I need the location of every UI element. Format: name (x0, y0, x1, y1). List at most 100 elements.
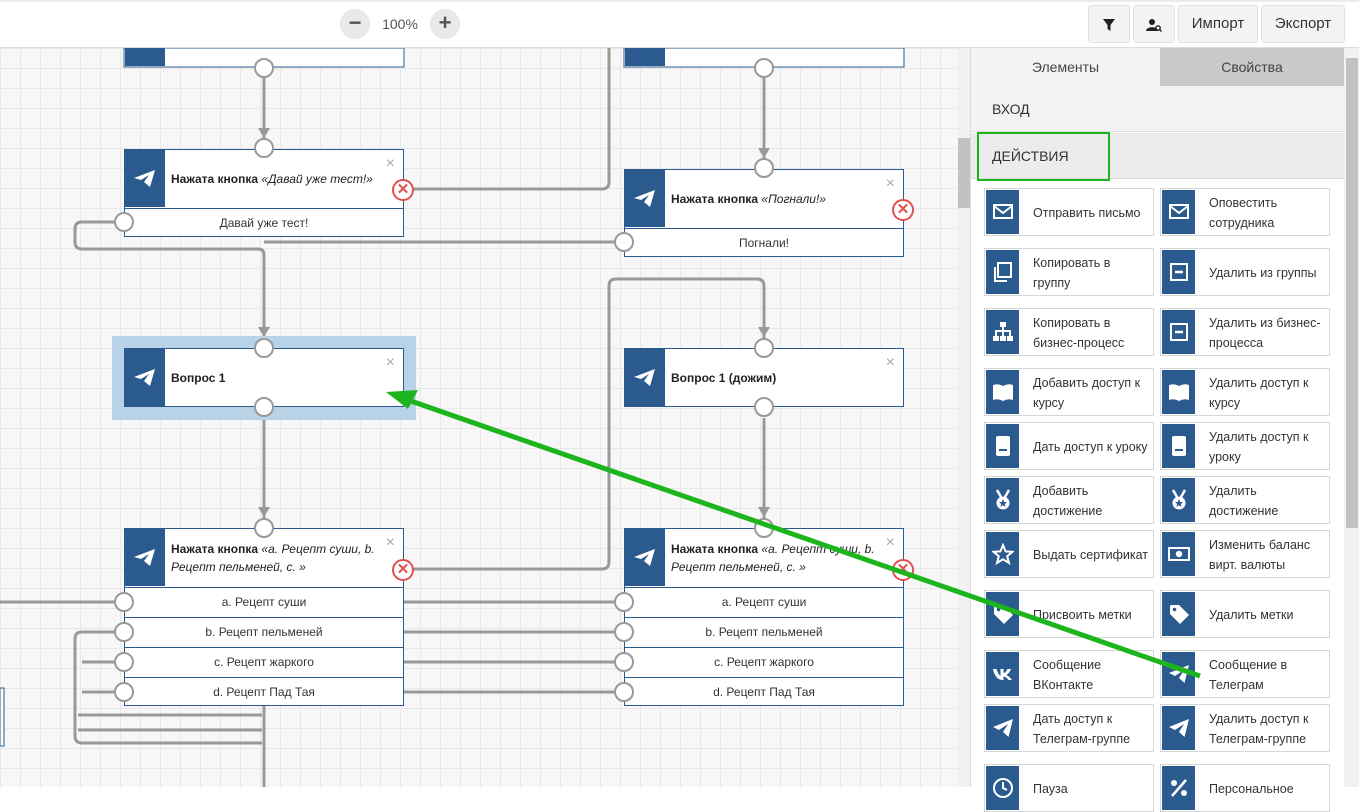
remove-port-icon[interactable]: ✕ (392, 179, 414, 201)
action-8-button[interactable]: Дать доступ к уроку (984, 422, 1154, 470)
action-3-button[interactable]: Удалить из группы (1160, 248, 1330, 296)
action-14-button[interactable]: Присвоить метки (984, 590, 1154, 638)
output-port[interactable] (614, 592, 634, 612)
node-button-pressed-1[interactable]: Нажата кнопка «Давай уже тест!» × Давай … (124, 149, 404, 237)
action-0-button[interactable]: Отправить письмо (984, 188, 1154, 236)
action-10-button[interactable]: Добавить достижение (984, 476, 1154, 524)
input-port[interactable] (754, 158, 774, 178)
output-port[interactable] (614, 682, 634, 702)
action-label: Сообщение ВКонтакте (1033, 658, 1102, 692)
input-port[interactable] (754, 338, 774, 358)
filter-button[interactable] (1088, 5, 1130, 43)
remove-port-icon[interactable]: ✕ (892, 199, 914, 221)
section-input[interactable]: ВХОД (971, 86, 1344, 132)
notebook-icon (995, 436, 1010, 456)
arrowhead (258, 128, 270, 138)
action-icon-box (1162, 370, 1195, 414)
output-port[interactable] (114, 592, 134, 612)
action-11-button[interactable]: Удалить достижение (1160, 476, 1330, 524)
star-icon (991, 543, 1014, 565)
close-icon[interactable]: × (385, 354, 395, 371)
action-21-button[interactable]: Персональное (1160, 764, 1330, 812)
canvas-scrollbar-thumb[interactable] (958, 138, 970, 208)
node-icon (625, 529, 665, 586)
input-port[interactable] (254, 518, 274, 538)
output-port[interactable] (114, 652, 134, 672)
action-17-button[interactable]: Сообщение в Телеграм (1160, 650, 1330, 698)
output-port[interactable] (754, 58, 774, 78)
node-title: Вопрос 1 (дожим) (671, 349, 891, 406)
panel-scrollbar-thumb[interactable] (1346, 58, 1358, 528)
node-title: Нажата кнопка «Погнали!» (671, 170, 891, 227)
remove-port-icon[interactable]: ✕ (892, 559, 914, 581)
close-icon[interactable]: × (385, 534, 395, 551)
filter-icon (1103, 19, 1115, 31)
output-port[interactable] (614, 652, 634, 672)
panel-scrollbar[interactable] (1344, 48, 1359, 787)
action-6-button[interactable]: Добавить доступ к курсу (984, 368, 1154, 416)
output-port[interactable] (614, 622, 634, 642)
input-port[interactable] (254, 338, 274, 358)
action-icon-box (1162, 310, 1195, 354)
action-icon-box (1162, 190, 1195, 234)
action-1-button[interactable]: Оповестить сотрудника (1160, 188, 1330, 236)
zoom-in-button[interactable]: + (430, 9, 460, 39)
input-port[interactable] (254, 138, 274, 158)
telegram-icon (634, 548, 655, 566)
book-icon (1168, 384, 1189, 401)
node-button-pressed-recipes-2[interactable]: Нажата кнопка «a. Рецепт суши, b. Рецепт… (624, 528, 904, 706)
close-icon[interactable]: × (885, 175, 895, 192)
output-port[interactable] (114, 212, 134, 232)
user-search-icon (1146, 19, 1162, 32)
output-port[interactable] (114, 682, 134, 702)
output-port[interactable] (754, 397, 774, 417)
node-partial-icon (625, 48, 665, 66)
action-19-button[interactable]: Удалить доступ к Телеграм-группе (1160, 704, 1330, 752)
node-title-italic: «Погнали!» (761, 191, 826, 206)
action-20-button[interactable]: Пауза (984, 764, 1154, 812)
envelope-icon (992, 204, 1013, 219)
node-title-bold: Вопрос 1 (дожим) (671, 370, 777, 385)
tab-elements[interactable]: Элементы (971, 48, 1160, 86)
remove-port-icon[interactable]: ✕ (392, 559, 414, 581)
action-5-button[interactable]: Удалить из бизнес-процесса (1160, 308, 1330, 356)
action-icon-box (986, 706, 1019, 750)
node-button-pressed-2[interactable]: Нажата кнопка «Погнали!» × Погнали! (624, 169, 904, 257)
tag-icon (993, 605, 1013, 624)
action-icon-box (1162, 250, 1195, 294)
node-title-bold: Вопрос 1 (171, 370, 226, 385)
section-actions[interactable]: ДЕЙСТВИЯ (971, 133, 1344, 179)
vk-icon (992, 669, 1012, 680)
action-13-button[interactable]: Изменить баланс вирт. валюты (1160, 530, 1330, 578)
close-icon[interactable]: × (885, 354, 895, 371)
canvas-scrollbar[interactable] (958, 48, 970, 787)
action-4-button[interactable]: Копировать в бизнес-процесс (984, 308, 1154, 356)
action-label: Удалить метки (1209, 608, 1294, 622)
action-2-button[interactable]: Копировать в группу (984, 248, 1154, 296)
input-port[interactable] (754, 518, 774, 538)
tab-properties[interactable]: Свойства (1160, 48, 1344, 86)
node-row: Давай уже тест! (125, 208, 403, 238)
user-search-button[interactable] (1133, 5, 1175, 43)
zoom-out-button[interactable]: − (340, 9, 370, 39)
action-7-button[interactable]: Удалить доступ к курсу (1160, 368, 1330, 416)
close-icon[interactable]: × (885, 534, 895, 551)
action-label: Копировать в группу (1033, 256, 1111, 290)
output-port[interactable] (254, 58, 274, 78)
telegram-icon (134, 548, 155, 566)
output-port[interactable] (254, 397, 274, 417)
export-button[interactable]: Экспорт (1261, 5, 1345, 43)
action-15-button[interactable]: Удалить метки (1160, 590, 1330, 638)
output-port[interactable] (114, 622, 134, 642)
action-18-button[interactable]: Дать доступ к Телеграм-группе (984, 704, 1154, 752)
node-button-pressed-recipes-1[interactable]: Нажата кнопка «a. Рецепт суши, b. Рецепт… (124, 528, 404, 706)
import-button[interactable]: Импорт (1178, 5, 1258, 43)
action-12-button[interactable]: Выдать сертификат (984, 530, 1154, 578)
close-icon[interactable]: × (385, 155, 395, 172)
action-16-button[interactable]: Сообщение ВКонтакте (984, 650, 1154, 698)
banknote-icon (1167, 547, 1190, 561)
output-port[interactable] (614, 232, 634, 252)
action-9-button[interactable]: Удалить доступ к уроку (1160, 422, 1330, 470)
flow-canvas[interactable]: Нажата кнопка «Давай уже тест!» × Давай … (0, 48, 958, 787)
tag-icon (1169, 605, 1189, 624)
